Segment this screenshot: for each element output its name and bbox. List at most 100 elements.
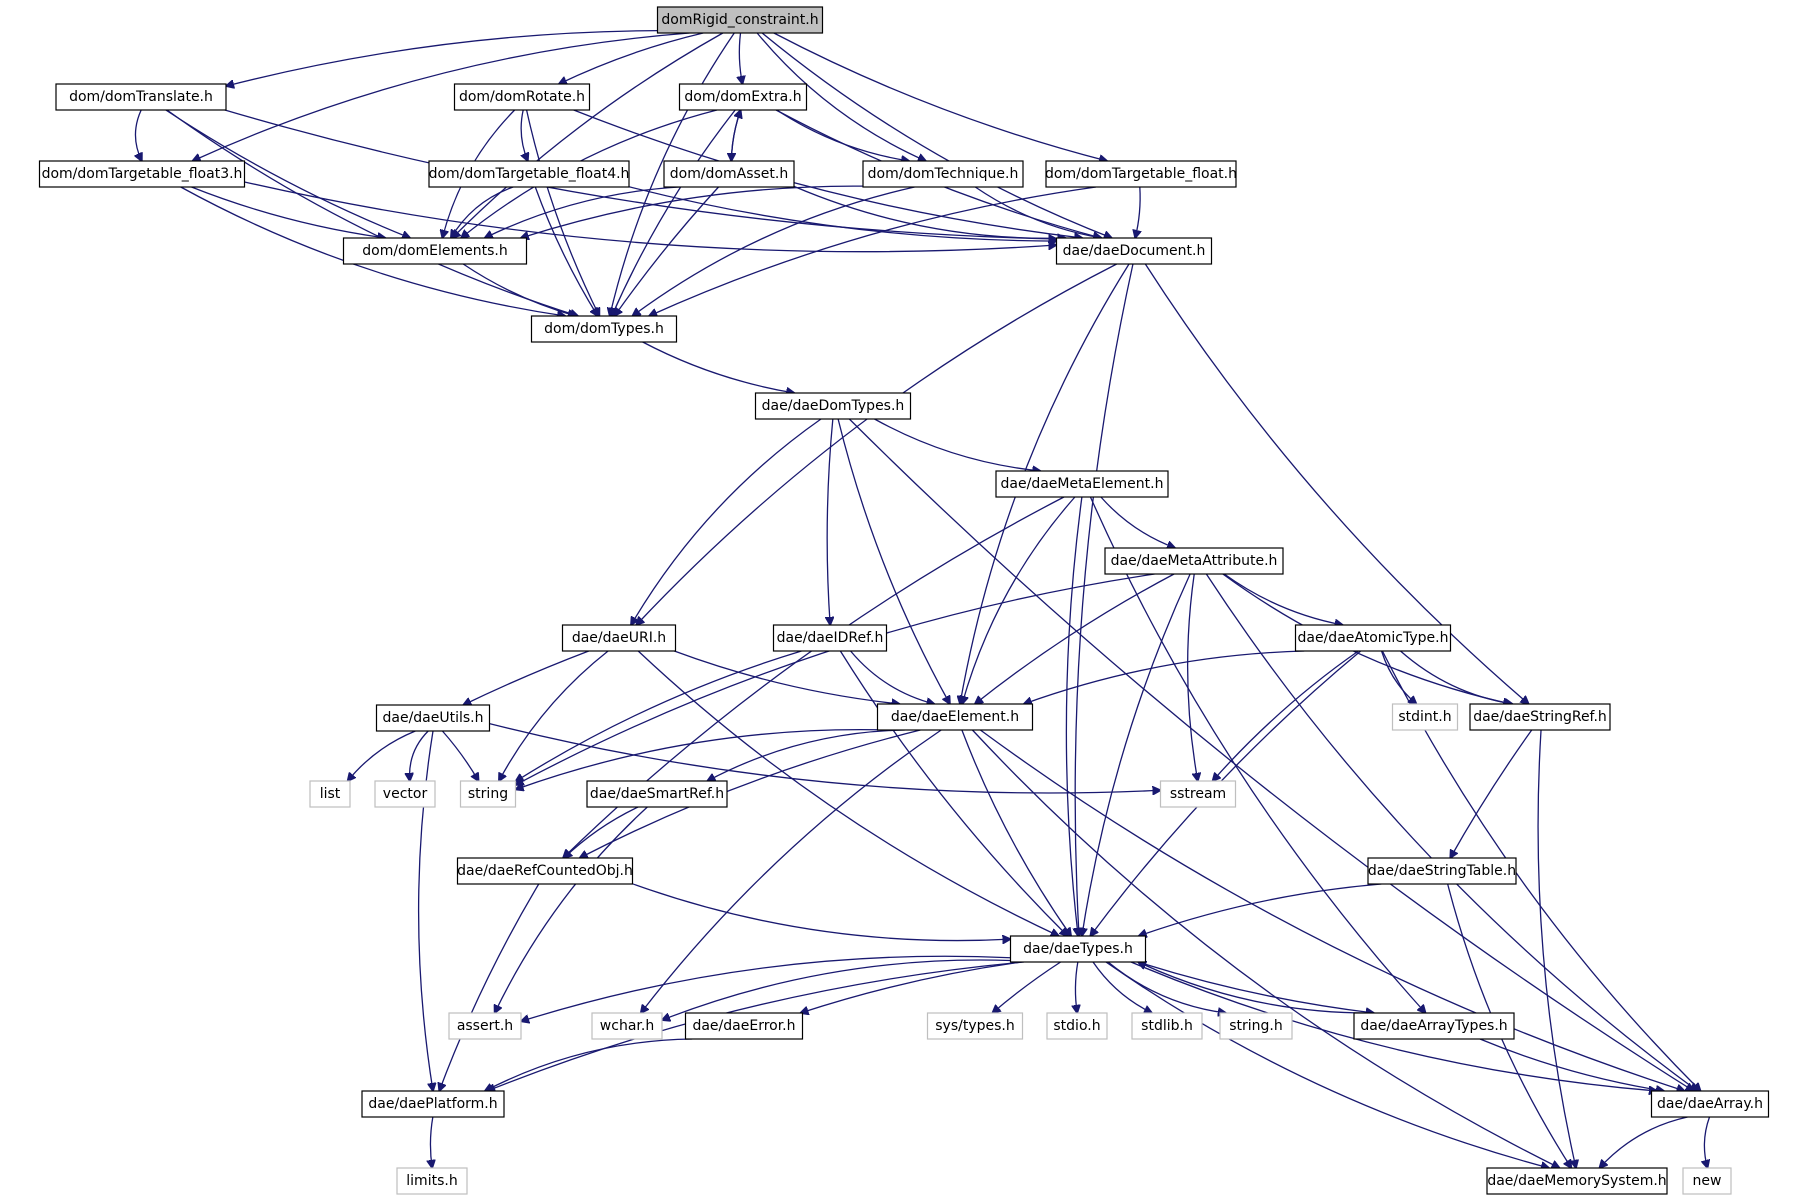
node-box — [456, 857, 634, 885]
node-box — [428, 160, 630, 188]
node-daestringref[interactable]: dae/daeStringRef.h — [1469, 703, 1611, 731]
edge-daemetaattribute-to-daeelement — [975, 573, 1175, 704]
node-daemetaattribute[interactable]: dae/daeMetaAttribute.h — [1104, 547, 1284, 575]
node-box — [396, 1167, 468, 1195]
edge-daeutils-to-list — [348, 730, 416, 781]
edge-domrigid_constraint-to-domelements — [452, 32, 724, 238]
node-box — [678, 83, 808, 111]
node-daearraytypes[interactable]: dae/daeArrayTypes.h — [1353, 1012, 1515, 1040]
node-domtargetable-float4[interactable]: dom/domTargetable_float4.h — [428, 160, 630, 188]
node-daetypes[interactable]: dae/daeTypes.h — [1009, 935, 1147, 963]
node-stdlib: stdlib.h — [1131, 1012, 1203, 1040]
node-domrigid-constraint[interactable]: domRigid_constraint.h — [656, 6, 824, 34]
node-label: dom/domTargetable_float3.h — [42, 166, 243, 182]
node-domtechnique[interactable]: dom/domTechnique.h — [862, 160, 1024, 188]
edge-domtranslate-to-domtypes — [166, 109, 578, 316]
node-stringh: string.h — [1219, 1012, 1293, 1040]
node-domrotate[interactable]: dom/domRotate.h — [453, 83, 591, 111]
edge-daemetaattribute-to-daestringref — [1222, 573, 1511, 704]
node-daeelement[interactable]: dae/daeElement.h — [876, 703, 1034, 731]
node-box — [375, 704, 491, 732]
node-label: dae/daeURI.h — [572, 630, 666, 646]
edge-daetypes-to-daearraytypes — [1137, 961, 1374, 1013]
edge-domasset-to-domextra — [730, 110, 740, 162]
edge-daeutils-to-sstream — [489, 722, 1161, 793]
node-label: dom/domElements.h — [362, 243, 507, 259]
node-box — [1219, 1012, 1293, 1040]
edge-daedocument-to-daestringref — [1144, 263, 1528, 704]
edge-daemetaelement-to-daearraytypes — [1089, 496, 1425, 1013]
node-domtypes[interactable]: dom/domTypes.h — [530, 315, 678, 343]
edge-daestringref-to-daestringtable — [1450, 729, 1533, 858]
edge-daemetaelement-to-daetypes — [1065, 496, 1083, 936]
node-box — [361, 1090, 505, 1118]
node-label: dae/daeElement.h — [891, 709, 1019, 725]
edge-domtechnique-to-domelements — [521, 185, 864, 238]
node-daeerror[interactable]: dae/daeError.h — [684, 1012, 804, 1040]
node-box — [342, 237, 528, 265]
node-label: limits.h — [406, 1173, 457, 1189]
node-label: dom/domTargetable_float4.h — [429, 166, 630, 182]
edge-daedocument-to-daeuri — [636, 263, 1117, 625]
node-daeplatform[interactable]: dae/daePlatform.h — [361, 1090, 505, 1118]
node-domtargetable-float3[interactable]: dom/domTargetable_float3.h — [38, 160, 246, 188]
edge-daetypes-to-systypes — [992, 961, 1061, 1013]
edge-domextra-to-domtypes — [612, 109, 736, 316]
edge-daedomtypes-to-daeidref — [827, 418, 833, 625]
edge-daeatomictype-to-daeelement — [1024, 650, 1305, 704]
edge-daesmartref-to-assert — [495, 806, 648, 1013]
edge-daeelement-to-string — [516, 728, 878, 790]
edge-daeuri-to-daetypes — [637, 650, 1059, 936]
node-label: dom/domTypes.h — [544, 321, 664, 337]
node-box — [459, 780, 517, 808]
node-box — [1159, 780, 1237, 808]
node-label: dae/daeStringTable.h — [1368, 863, 1516, 879]
node-label: domRigid_constraint.h — [661, 12, 818, 28]
node-label: string.h — [1229, 1018, 1283, 1034]
edge-domrigid_constraint-to-domrotate — [559, 32, 704, 84]
node-box — [1055, 237, 1213, 265]
edge-daeatomictype-to-stdint — [1380, 650, 1417, 704]
node-daearray[interactable]: dae/daeArray.h — [1650, 1090, 1770, 1118]
node-daerefcountedobj[interactable]: dae/daeRefCountedObj.h — [456, 857, 634, 885]
node-label: dom/domAsset.h — [670, 166, 789, 182]
node-domtargetable-float[interactable]: dom/domTargetable_float.h — [1045, 160, 1237, 188]
node-daesmartref[interactable]: dae/daeSmartRef.h — [586, 780, 728, 808]
edge-domtechnique-to-domtypes — [632, 186, 915, 316]
edge-daemetaattribute-to-daearray — [1205, 573, 1697, 1091]
node-daeuri[interactable]: dae/daeURI.h — [561, 624, 677, 652]
node-daeidref[interactable]: dae/daeIDRef.h — [772, 624, 888, 652]
edge-daetypes-to-wchar — [662, 959, 1011, 1020]
edge-daetypes-to-daeplatform — [487, 961, 1024, 1091]
edge-domrotate-to-domtypes — [525, 109, 600, 316]
node-label: dae/daeArrayTypes.h — [1360, 1018, 1507, 1034]
edge-domrigid_constraint-to-daedocument — [761, 32, 1112, 238]
edge-domtargetable_float3-to-daedocument — [244, 181, 1057, 253]
node-daedocument[interactable]: dae/daeDocument.h — [1055, 237, 1213, 265]
node-domextra[interactable]: dom/domExtra.h — [678, 83, 808, 111]
node-daestringtable[interactable]: dae/daeStringTable.h — [1367, 857, 1517, 885]
edge-daearray-to-new — [1704, 1116, 1709, 1168]
edge-daeelement-to-daerefcountedobj — [580, 729, 921, 858]
node-domelements[interactable]: dom/domElements.h — [342, 237, 528, 265]
node-box — [754, 392, 912, 420]
node-daedomtypes[interactable]: dae/daeDomTypes.h — [754, 392, 912, 420]
node-box — [1682, 1167, 1732, 1195]
edge-domrigid_constraint-to-domtargetable_float — [773, 32, 1107, 161]
node-box — [1486, 1167, 1668, 1195]
node-daemetaelement[interactable]: dae/daeMetaElement.h — [995, 470, 1169, 498]
edge-daeuri-to-daeelement — [674, 650, 899, 704]
node-daeutils[interactable]: dae/daeUtils.h — [375, 704, 491, 732]
node-domasset[interactable]: dom/domAsset.h — [663, 160, 795, 188]
node-box — [591, 1012, 663, 1040]
edge-domextra-to-domtechnique — [776, 109, 909, 161]
node-domtranslate[interactable]: dom/domTranslate.h — [55, 83, 227, 111]
node-daeatomictype[interactable]: dae/daeAtomicType.h — [1294, 624, 1452, 652]
edge-daetypes-to-daememorysystem — [1105, 961, 1549, 1168]
edge-daemetaattribute-to-daetypes — [1082, 573, 1191, 936]
edge-daedomtypes-to-daeuri — [631, 418, 822, 625]
edge-daeelement-to-daearray — [979, 729, 1684, 1091]
node-daememorysystem[interactable]: dae/daeMemorySystem.h — [1486, 1167, 1668, 1195]
node-label: dom/domTechnique.h — [868, 166, 1019, 182]
edge-domrigid_constraint-to-domextra — [739, 32, 742, 84]
